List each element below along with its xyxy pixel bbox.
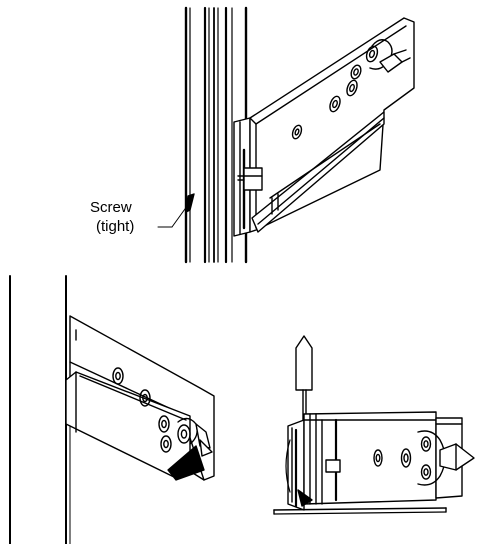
lower-clip-plate <box>237 167 263 191</box>
pointer-tab <box>195 423 213 457</box>
bottom-left-view <box>9 275 215 544</box>
bracket-plate-perspective <box>65 315 215 481</box>
bracket-arm <box>249 17 415 233</box>
side-body <box>303 411 463 505</box>
bottom-right-view <box>273 335 475 515</box>
bracket-holes <box>291 39 393 140</box>
tag <box>295 335 313 425</box>
side-base <box>273 489 447 515</box>
screw-callout-label-line2: (tight) <box>96 218 134 235</box>
latch-clip <box>379 49 411 73</box>
screw-callout-leader <box>157 201 191 228</box>
wall-edge <box>9 275 71 544</box>
screw-callout-label-line1: Screw <box>90 199 132 216</box>
side-latch <box>439 443 475 471</box>
top-view <box>157 6 415 264</box>
